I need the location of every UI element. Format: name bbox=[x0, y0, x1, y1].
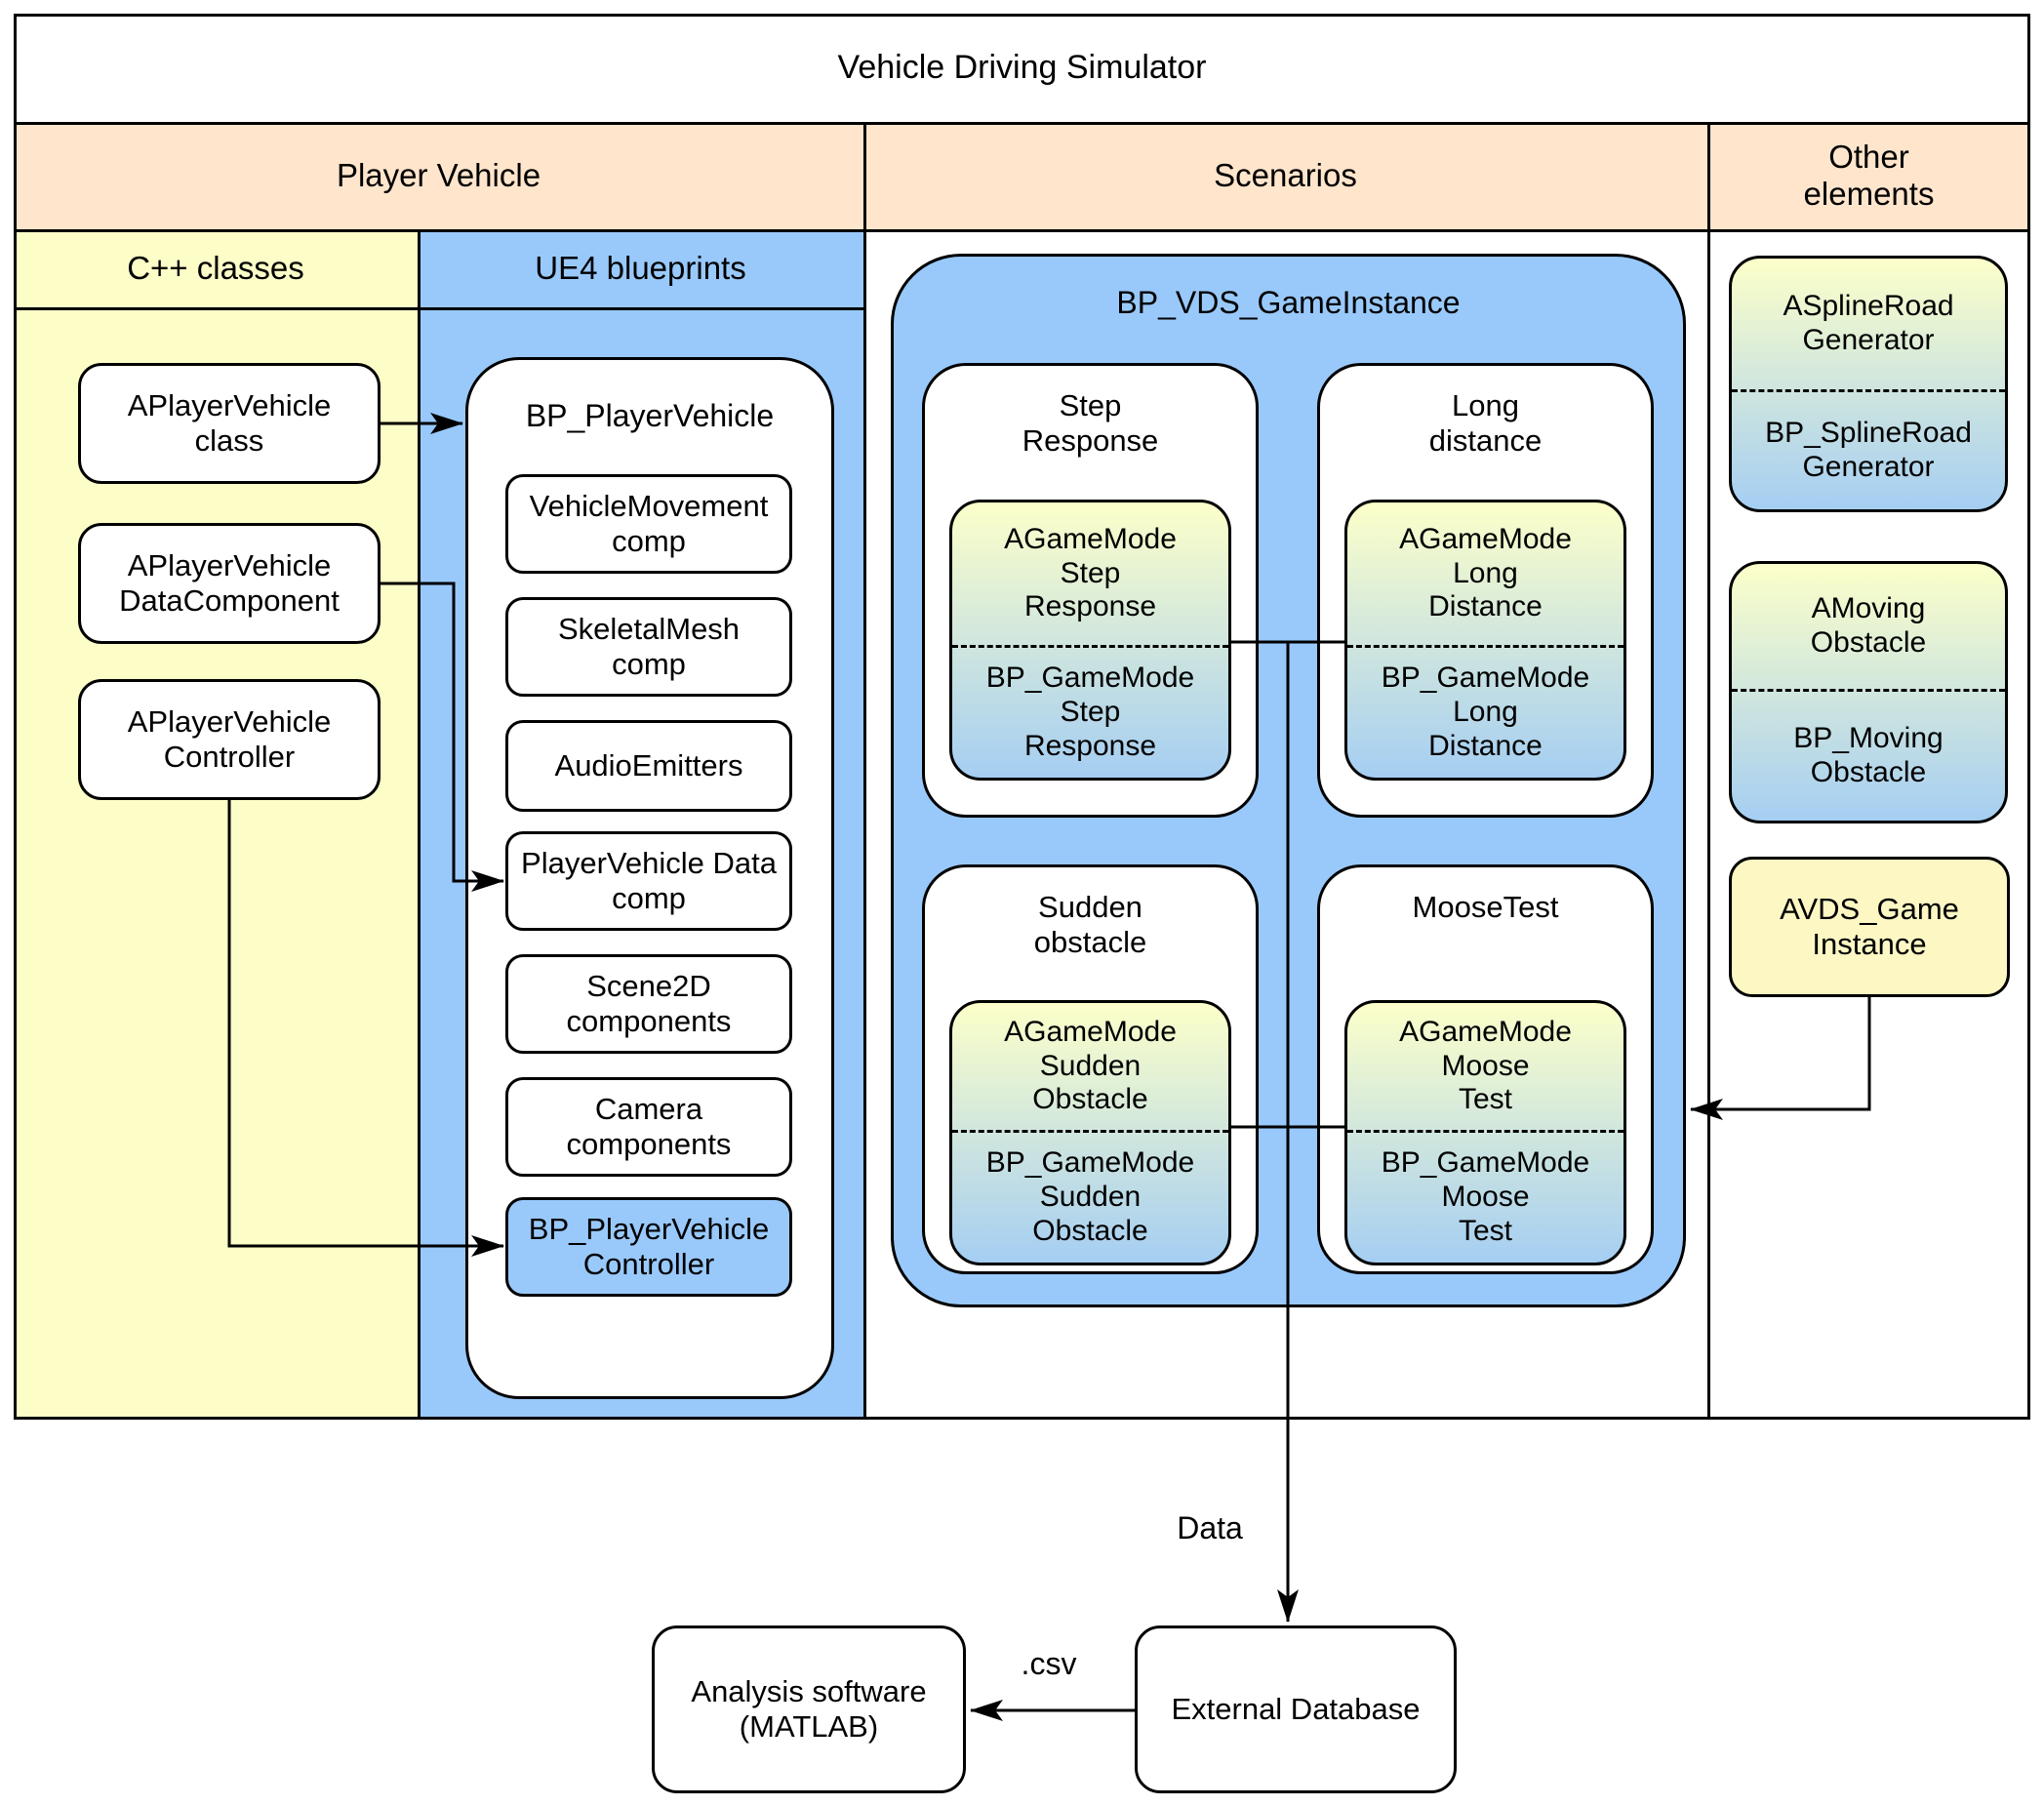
csv-flow-label: .csv bbox=[1021, 1646, 1077, 1682]
subheader-ue4-blueprints: UE4 blueprints bbox=[535, 249, 746, 286]
scenario-step-response-label: Step Response bbox=[1022, 388, 1159, 458]
gamemode-sudden-obstacle: AGameMode Sudden Obstacle BP_GameMode Su… bbox=[949, 1000, 1231, 1265]
container-bp-vds-gameinstance-label: BP_VDS_GameInstance bbox=[1116, 285, 1461, 320]
node-camera-components: Camera components bbox=[505, 1077, 792, 1177]
diagram-title-text: Vehicle Driving Simulator bbox=[837, 48, 1207, 86]
header-row-background bbox=[14, 122, 2030, 229]
scenario-long-distance-label: Long distance bbox=[1428, 388, 1543, 458]
grid-line bbox=[863, 122, 866, 1420]
grid-line bbox=[14, 307, 863, 310]
scenario-moosetest-label: MooseTest bbox=[1412, 890, 1559, 924]
node-moving-obstacle: AMoving Obstacle BP_Moving Obstacle bbox=[1729, 561, 2008, 823]
node-playervehicle-data-comp: PlayerVehicle Data comp bbox=[505, 831, 792, 931]
grid-line bbox=[14, 122, 2030, 125]
gamemode-step-response-cpp: AGameMode Step Response bbox=[952, 502, 1228, 648]
gamemode-sudden-obstacle-cpp: AGameMode Sudden Obstacle bbox=[952, 1003, 1228, 1133]
gamemode-step-response-bp: BP_GameMode Step Response bbox=[985, 662, 1195, 762]
node-vehiclemovement-comp: VehicleMovement comp bbox=[505, 474, 792, 574]
scenario-sudden-obstacle-label: Sudden obstacle bbox=[1033, 890, 1147, 959]
node-analysis-software: Analysis software (MATLAB) bbox=[652, 1625, 966, 1793]
header-other-elements: Other elements bbox=[1803, 138, 1935, 212]
gamemode-moosetest-cpp: AGameMode Moose Test bbox=[1347, 1003, 1623, 1133]
gamemode-long-distance-cpp: AGameMode Long Distance bbox=[1347, 502, 1623, 648]
header-player-vehicle: Player Vehicle bbox=[336, 156, 541, 193]
diagram-outer-frame bbox=[14, 14, 2030, 1420]
node-splineroad-generator: ASplineRoad Generator BP_SplineRoad Gene… bbox=[1729, 256, 2008, 512]
grid-line bbox=[14, 229, 2030, 232]
node-splineroad-generator-cpp: ASplineRoad Generator bbox=[1732, 259, 2005, 392]
node-aplayervehicle-datacomponent: APlayerVehicle DataComponent bbox=[78, 523, 381, 644]
header-scenarios: Scenarios bbox=[1214, 156, 1357, 193]
diagram-title: Vehicle Driving Simulator bbox=[14, 14, 2030, 122]
gamemode-step-response: AGameMode Step Response BP_GameMode Step… bbox=[949, 500, 1231, 781]
gamemode-long-distance-bp: BP_GameMode Long Distance bbox=[1381, 662, 1590, 762]
data-flow-label: Data bbox=[1177, 1510, 1243, 1546]
node-scene2d-components: Scene2D components bbox=[505, 954, 792, 1054]
node-external-database: External Database bbox=[1135, 1625, 1457, 1793]
gamemode-moosetest: AGameMode Moose Test BP_GameMode Moose T… bbox=[1344, 1000, 1626, 1265]
node-audioemitters: AudioEmitters bbox=[505, 720, 792, 812]
grid-line bbox=[1707, 122, 1710, 1420]
subheader-cpp-classes: C++ classes bbox=[127, 249, 304, 286]
node-aplayervehicle-class: APlayerVehicle class bbox=[78, 363, 381, 484]
node-bp-playervehicle-controller: BP_PlayerVehicle Controller bbox=[505, 1197, 792, 1297]
container-bp-playervehicle-label: BP_PlayerVehicle bbox=[525, 398, 775, 433]
gamemode-moosetest-bp: BP_GameMode Moose Test bbox=[1381, 1146, 1590, 1247]
node-moving-obstacle-bp: BP_Moving Obstacle bbox=[1793, 722, 1944, 788]
node-aplayervehicle-controller: APlayerVehicle Controller bbox=[78, 679, 381, 800]
gamemode-sudden-obstacle-bp: BP_GameMode Sudden Obstacle bbox=[985, 1146, 1195, 1247]
node-splineroad-generator-bp: BP_SplineRoad Generator bbox=[1765, 417, 1972, 483]
gamemode-long-distance: AGameMode Long Distance BP_GameMode Long… bbox=[1344, 500, 1626, 781]
node-skeletalmesh-comp: SkeletalMesh comp bbox=[505, 597, 792, 697]
node-moving-obstacle-cpp: AMoving Obstacle bbox=[1732, 564, 2005, 692]
node-avds-gameinstance: AVDS_Game Instance bbox=[1729, 857, 2010, 997]
